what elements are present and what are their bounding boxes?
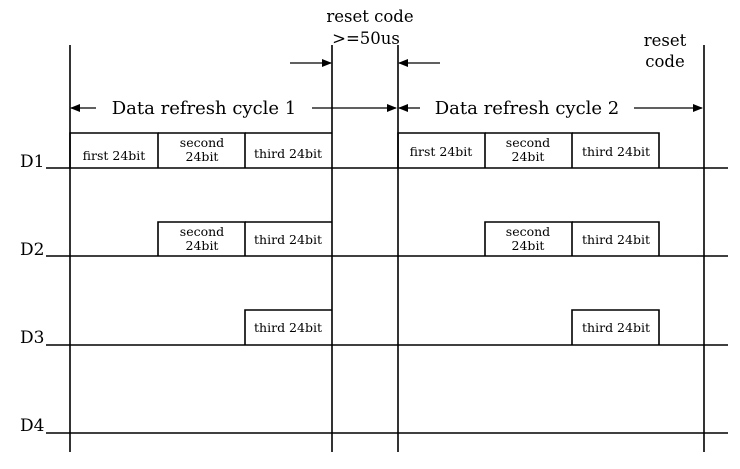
d1-c1-second-label-2: 24bit [186, 149, 219, 164]
d3-c1-third-label: third 24bit [254, 320, 322, 335]
d1-c2-second-label-1: second [506, 135, 550, 150]
row-label-d3: D3 [20, 328, 44, 348]
d2-c2-pulse-second [484, 221, 573, 256]
d1-c2-first-label: first 24bit [410, 144, 473, 159]
reset-code-mid-line2: >=50us [332, 29, 400, 48]
cycle1-label: Data refresh cycle 1 [112, 98, 297, 119]
row-label-d1: D1 [20, 152, 44, 172]
d2-c1-third-label: third 24bit [254, 232, 322, 247]
d2-c2-pulse-third [572, 221, 660, 256]
d2-c1-pulse-second [157, 221, 246, 256]
d3-c2-pulse-third [571, 309, 660, 345]
row-label-d2: D2 [20, 240, 44, 260]
d2-c2-second-label-2: 24bit [512, 238, 545, 253]
cycle2-label: Data refresh cycle 2 [435, 98, 620, 119]
d2-c1-second-label-1: second [180, 224, 224, 239]
d3-c1-pulse-third [244, 309, 332, 345]
d1-c1-third-label: third 24bit [254, 146, 322, 161]
d1-c2-third-label: third 24bit [582, 144, 650, 159]
d1-c1-pulse-first [69, 132, 159, 168]
d2-c2-second-label-1: second [506, 224, 550, 239]
d2-c1-second-label-2: 24bit [186, 238, 219, 253]
reset-code-mid-line1: reset code [326, 7, 413, 26]
reset-code-right-line1: reset [644, 31, 687, 50]
d3-c2-third-label: third 24bit [582, 320, 650, 335]
d1-c2-pulse-first [397, 132, 486, 168]
d2-c2-third-label: third 24bit [582, 232, 650, 247]
reset-code-right-line2: code [645, 52, 685, 71]
d1-c2-pulse-third [572, 132, 660, 168]
row-label-d4: D4 [20, 416, 44, 436]
d1-c1-first-label: first 24bit [83, 148, 146, 163]
d1-c1-second-label-1: second [180, 135, 224, 150]
d1-c2-second-label-2: 24bit [512, 149, 545, 164]
